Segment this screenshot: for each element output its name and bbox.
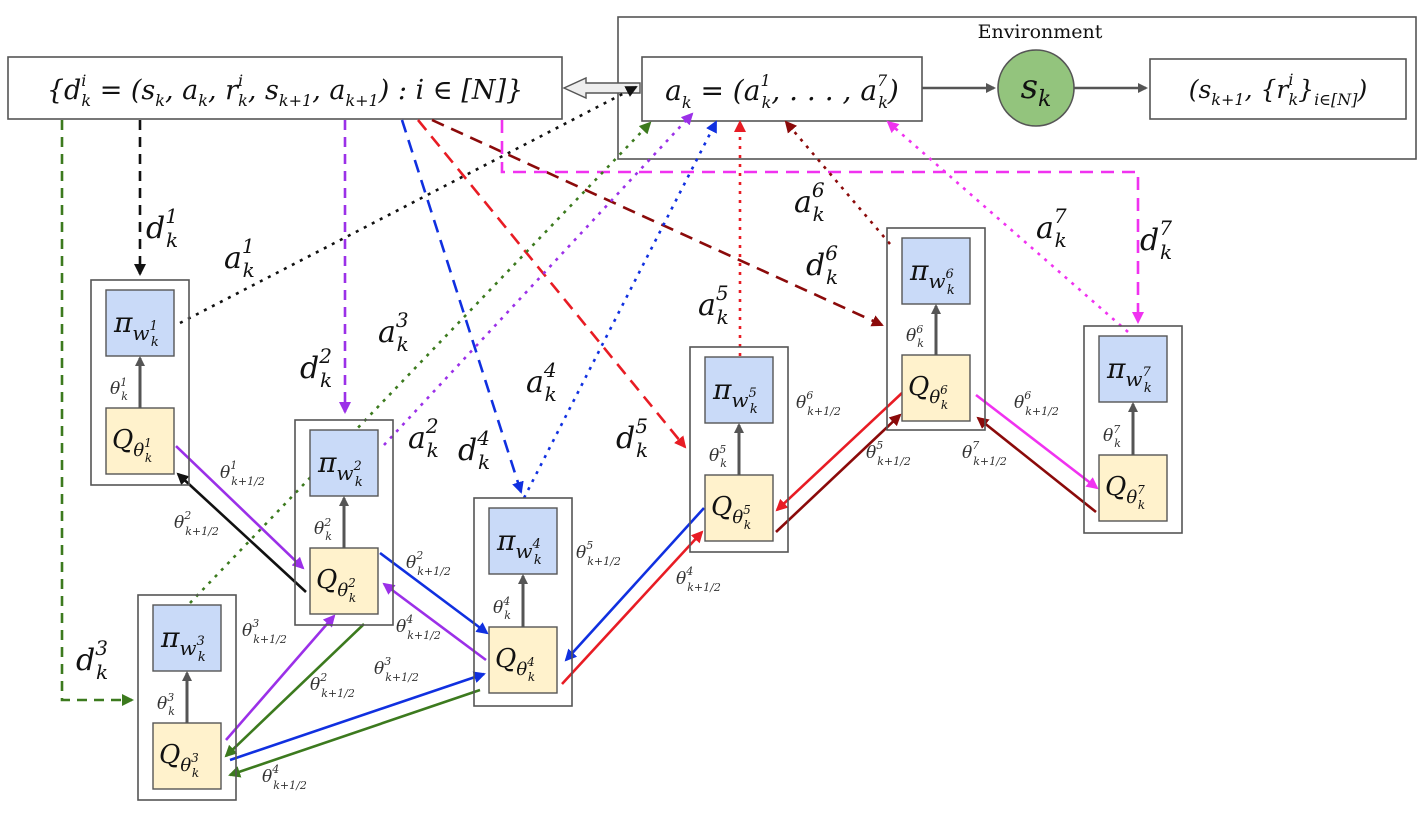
agent-2-container bbox=[294, 419, 394, 626]
data-box bbox=[7, 56, 563, 120]
exchange-4-to-3 bbox=[228, 688, 481, 778]
action-arrow-4 bbox=[522, 120, 718, 499]
action-arrow-1 bbox=[179, 85, 638, 325]
action-arrow-2 bbox=[383, 112, 694, 446]
critic-box-7 bbox=[1098, 454, 1168, 522]
policy-box-2 bbox=[309, 429, 379, 497]
critic-box-4 bbox=[488, 626, 558, 694]
critic-box-2 bbox=[309, 547, 379, 615]
exchange-2-to-3 bbox=[224, 623, 365, 758]
policy-box-5 bbox=[704, 356, 774, 424]
data-arrow-3 bbox=[60, 120, 134, 706]
critic-box-3 bbox=[152, 722, 222, 790]
policy-box-4 bbox=[488, 507, 558, 575]
policy-box-6 bbox=[901, 237, 971, 305]
exchange-7-to-6 bbox=[976, 416, 1097, 514]
link-layer bbox=[60, 85, 1144, 778]
exchange-4-to-2 bbox=[382, 582, 487, 662]
policy-box-7 bbox=[1098, 335, 1168, 403]
data-arrow-7 bbox=[500, 120, 1144, 324]
exchange-2-to-1 bbox=[176, 472, 307, 593]
data-arrow-5 bbox=[416, 119, 687, 449]
environment-title: Environment bbox=[978, 21, 1103, 43]
exchange-4-to-5 bbox=[561, 530, 704, 685]
exchange-3-to-2 bbox=[225, 614, 336, 741]
agent-5-container bbox=[689, 346, 789, 553]
agent-1-container bbox=[90, 279, 190, 486]
exchange-3-to-4 bbox=[229, 671, 486, 762]
output-box bbox=[1149, 58, 1407, 120]
exchange-5-to-4 bbox=[564, 507, 705, 662]
data-arrow-4 bbox=[400, 119, 524, 494]
agent-3-container bbox=[137, 594, 237, 801]
exchange-5-to-6 bbox=[775, 413, 902, 533]
exchange-1-to-2 bbox=[175, 445, 305, 570]
exchange-2-to-4 bbox=[379, 551, 489, 635]
agent-7-container bbox=[1083, 325, 1183, 534]
exchange-6-to-5 bbox=[775, 392, 903, 512]
exchange-6-to-7 bbox=[975, 393, 1099, 490]
critic-box-5 bbox=[704, 474, 774, 542]
joint-action-box bbox=[641, 56, 923, 122]
action-arrow-3 bbox=[189, 121, 652, 604]
agent-6-container bbox=[886, 227, 986, 431]
critic-box-1 bbox=[105, 407, 175, 475]
agent-4-container bbox=[473, 497, 573, 707]
